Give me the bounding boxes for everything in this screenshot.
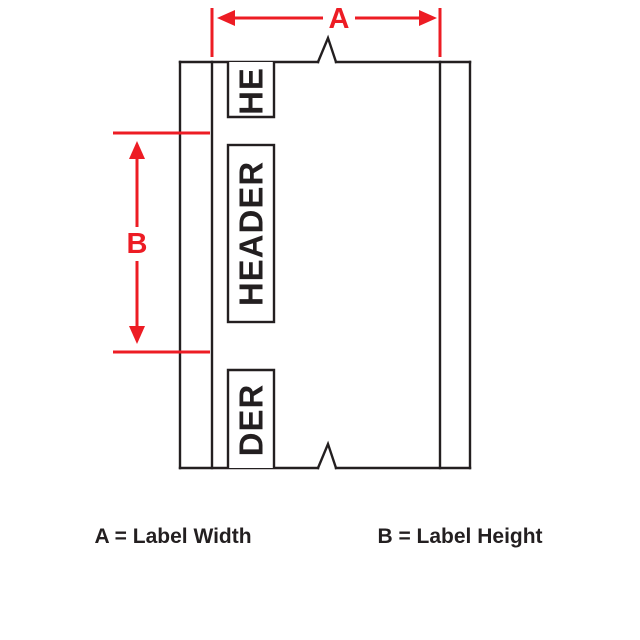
header-text-top: HE (233, 67, 270, 115)
header-label-bottom-partial (226, 368, 276, 468)
header-text-middle: HEADER (233, 161, 270, 306)
header-text-bottom: DER (233, 384, 270, 457)
dim-b-label: B (127, 228, 148, 260)
break-mark-top (316, 34, 338, 64)
break-mark-bottom (316, 440, 338, 470)
header-label-middle (226, 143, 276, 324)
dim-a-label: A (329, 3, 350, 35)
dim-b-arrowhead-top (129, 141, 145, 159)
dim-a-arrowhead-right (419, 10, 437, 26)
legend-b: B = Label Height (377, 525, 542, 548)
dim-b-arrowhead-bottom (129, 326, 145, 344)
dim-a-arrowhead-left (217, 10, 235, 26)
header-label-top-partial (226, 62, 276, 119)
legend-a: A = Label Width (94, 525, 251, 548)
